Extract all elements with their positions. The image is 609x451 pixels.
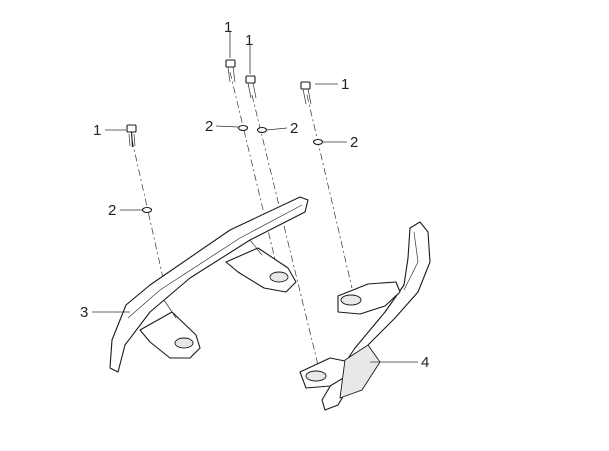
washer-right: [312, 138, 324, 146]
washer-center-1: [237, 124, 249, 132]
callout-3: 3: [80, 304, 88, 321]
axis-center-bolt-1: [229, 71, 279, 273]
callout-2-left: 2: [108, 202, 116, 219]
callout-2-center1: 2: [205, 118, 213, 135]
callout-1-center1: 1: [224, 19, 232, 36]
assembly-axes: [131, 71, 353, 366]
washer-center-2: [256, 126, 268, 134]
callout-1-right: 1: [341, 76, 349, 93]
bolt-center-1: [225, 59, 236, 83]
callout-labels: 1 1 1 1 2 2 2 2 3 4: [80, 19, 429, 371]
bolt-center-2: [245, 75, 257, 99]
grab-rail-right: [299, 221, 431, 411]
axis-left-bolt: [131, 139, 169, 301]
callout-2-right: 2: [350, 134, 358, 151]
callout-4: 4: [421, 354, 429, 371]
grab-rail-left: [109, 196, 309, 373]
washers: [141, 124, 324, 214]
leader-lines: [92, 32, 418, 363]
callout-2-center2: 2: [290, 120, 298, 137]
bolt-left: [126, 124, 137, 148]
callout-1-center2: 1: [245, 32, 253, 49]
bolt-right: [300, 81, 312, 105]
callout-1-left: 1: [93, 122, 101, 139]
axis-center-bolt-2: [251, 94, 319, 366]
washer-left: [141, 206, 153, 214]
axis-right-bolt: [306, 94, 353, 289]
